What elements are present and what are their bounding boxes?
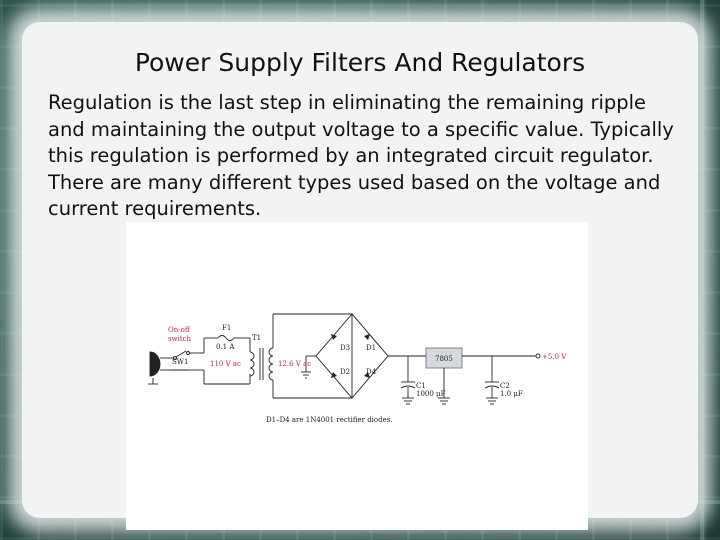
secondary-voltage: 12.6 V ac (278, 360, 311, 368)
slide-title: Power Supply Filters And Regulators (134, 48, 586, 77)
diode-label: D2 (340, 368, 350, 376)
diode-label: D3 (340, 344, 350, 352)
capacitor-value: 1.0 μF (500, 390, 523, 398)
capacitor-name: C2 (500, 382, 510, 390)
power-supply-circuit-diagram: On-off switch SW1 F1 0.1 A T1 110 V ac 1… (126, 222, 588, 530)
transformer-name: T1 (252, 334, 261, 342)
input-voltage: 110 V ac (210, 360, 241, 368)
diode-note: D1–D4 are 1N4001 rectifier diodes. (266, 416, 393, 424)
output-voltage: +5.0 V (542, 353, 567, 361)
switch-label: switch (168, 335, 192, 343)
slide-body-text: Regulation is the last step in eliminati… (48, 91, 674, 220)
circuit-trace-decoration (700, 0, 704, 540)
capacitor-name: C1 (416, 382, 426, 390)
fuse-name: F1 (222, 324, 231, 332)
switch-name: SW1 (172, 358, 188, 366)
diode-label: D4 (366, 368, 377, 376)
diode-label: D1 (366, 344, 376, 352)
switch-label: On-off (168, 326, 191, 334)
fuse-rating: 0.1 A (216, 343, 235, 351)
ac-plug-icon (149, 351, 161, 377)
regulator-label: 7805 (435, 355, 453, 363)
capacitor-value: 1000 μF (416, 390, 446, 398)
